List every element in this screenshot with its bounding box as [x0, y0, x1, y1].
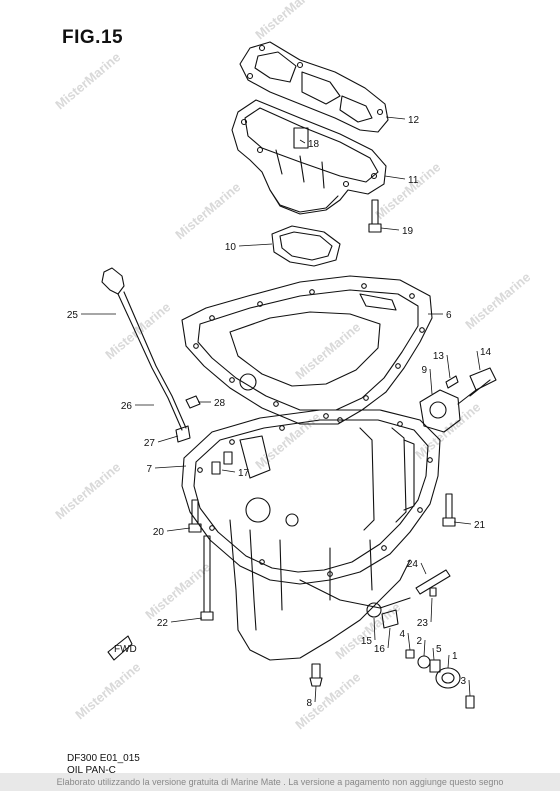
leader-14 [476, 350, 481, 371]
callout-21: 21 [474, 520, 486, 531]
watermark-text: MisterMarine [52, 459, 123, 522]
section-name: OIL PAN-C [67, 765, 116, 776]
callout-24: 24 [407, 559, 419, 570]
part-14-filter-stud[interactable] [457, 367, 497, 405]
callout-28: 28 [214, 398, 226, 409]
part-21-bolt[interactable] [442, 493, 456, 527]
callout-18: 18 [308, 139, 320, 150]
part-25-dipstick[interactable] [101, 267, 187, 431]
leader-15 [373, 617, 376, 641]
watermark-text: MisterMarine [252, 0, 323, 42]
forward-arrow-icon: FWD [107, 635, 137, 661]
leader-9 [429, 368, 433, 395]
watermark-text: MisterMarine [372, 159, 443, 222]
leader-3 [468, 679, 471, 697]
callout-10: 10 [225, 242, 237, 253]
part-10-o-ring[interactable] [271, 225, 341, 267]
callout-8: 8 [306, 698, 312, 709]
leader-1 [447, 654, 450, 669]
leader-5 [432, 647, 435, 661]
leader-23 [430, 597, 433, 623]
part-24-bracket[interactable] [415, 569, 451, 595]
watermark-text: MisterMarine [292, 669, 363, 732]
model-code: DF300 E01_015 [67, 753, 140, 764]
leader-19 [380, 227, 400, 231]
leader-4 [407, 632, 411, 651]
callout-19: 19 [402, 226, 414, 237]
callout-2: 2 [416, 636, 422, 647]
leader-16 [387, 627, 391, 649]
callout-20: 20 [153, 527, 165, 538]
callout-26: 26 [121, 401, 133, 412]
leader-24 [420, 562, 427, 575]
leader-20 [166, 527, 191, 532]
part-6-gasket[interactable] [181, 275, 433, 425]
leader-13 [446, 354, 451, 379]
callout-16: 16 [374, 644, 386, 655]
part-23-screw[interactable] [429, 587, 437, 597]
part-27-clip[interactable] [175, 425, 191, 443]
callout-23: 23 [417, 618, 429, 629]
leader-27 [157, 435, 179, 443]
part-9-adapter[interactable] [419, 389, 461, 433]
callout-27: 27 [144, 438, 156, 449]
figure-title: FIG.15 [62, 27, 124, 48]
part-13-bolt[interactable] [445, 375, 459, 389]
leader-11 [384, 175, 406, 180]
part-12-gasket[interactable] [239, 41, 389, 133]
part-8-drain-bolt[interactable] [309, 663, 323, 687]
part-15-plug[interactable] [366, 602, 382, 618]
callout-1: 1 [452, 651, 458, 662]
callout-25: 25 [67, 310, 79, 321]
watermark-text: MisterMarine [292, 319, 363, 382]
leader-12 [385, 116, 406, 120]
callout-15: 15 [361, 636, 373, 647]
leader-22 [170, 617, 203, 623]
part-3-bolt[interactable] [465, 695, 475, 709]
part-1-cover[interactable] [435, 667, 461, 689]
direction-label: FWD [114, 644, 137, 655]
callout-12: 12 [408, 115, 420, 126]
leader-10 [238, 243, 273, 247]
footer-notice: Elaborato utilizzando la versione gratui… [0, 773, 560, 791]
watermark-text: MisterMarine [462, 269, 533, 332]
part-7-oil-pan[interactable] [181, 409, 441, 661]
callout-4: 4 [399, 629, 405, 640]
leader-8 [314, 685, 317, 703]
leader-lines [81, 116, 481, 703]
watermark-text: MisterMarine [142, 559, 213, 622]
callout-3: 3 [460, 676, 466, 687]
part-28-clip[interactable] [185, 395, 201, 409]
leader-21 [453, 521, 472, 525]
watermark-text: MisterMarine [72, 659, 143, 722]
watermark-text: MisterMarine [172, 179, 243, 242]
leader-2 [423, 639, 426, 657]
watermark-text: MisterMarine [52, 49, 123, 112]
callout-22: 22 [157, 618, 169, 629]
callout-9: 9 [421, 365, 427, 376]
leader-7 [154, 465, 187, 469]
watermark-text: MisterMarine [102, 299, 173, 362]
callout-7: 7 [146, 464, 152, 475]
part-4-screw[interactable] [405, 649, 415, 659]
part-2-washer[interactable] [417, 655, 431, 669]
watermark-text: MisterMarine [412, 399, 483, 462]
leader-18 [299, 139, 306, 144]
part-5-plug[interactable] [429, 659, 441, 673]
part-16-plug[interactable] [381, 609, 399, 629]
callout-11: 11 [408, 175, 419, 186]
part-22-bolt[interactable] [200, 535, 214, 621]
callout-14: 14 [480, 347, 492, 358]
callout-6: 6 [446, 310, 452, 321]
callout-17: 17 [238, 468, 250, 479]
part-11-housing[interactable] [231, 99, 387, 215]
callout-5: 5 [436, 644, 442, 655]
callout-13: 13 [433, 351, 445, 362]
leader-17 [221, 469, 236, 473]
